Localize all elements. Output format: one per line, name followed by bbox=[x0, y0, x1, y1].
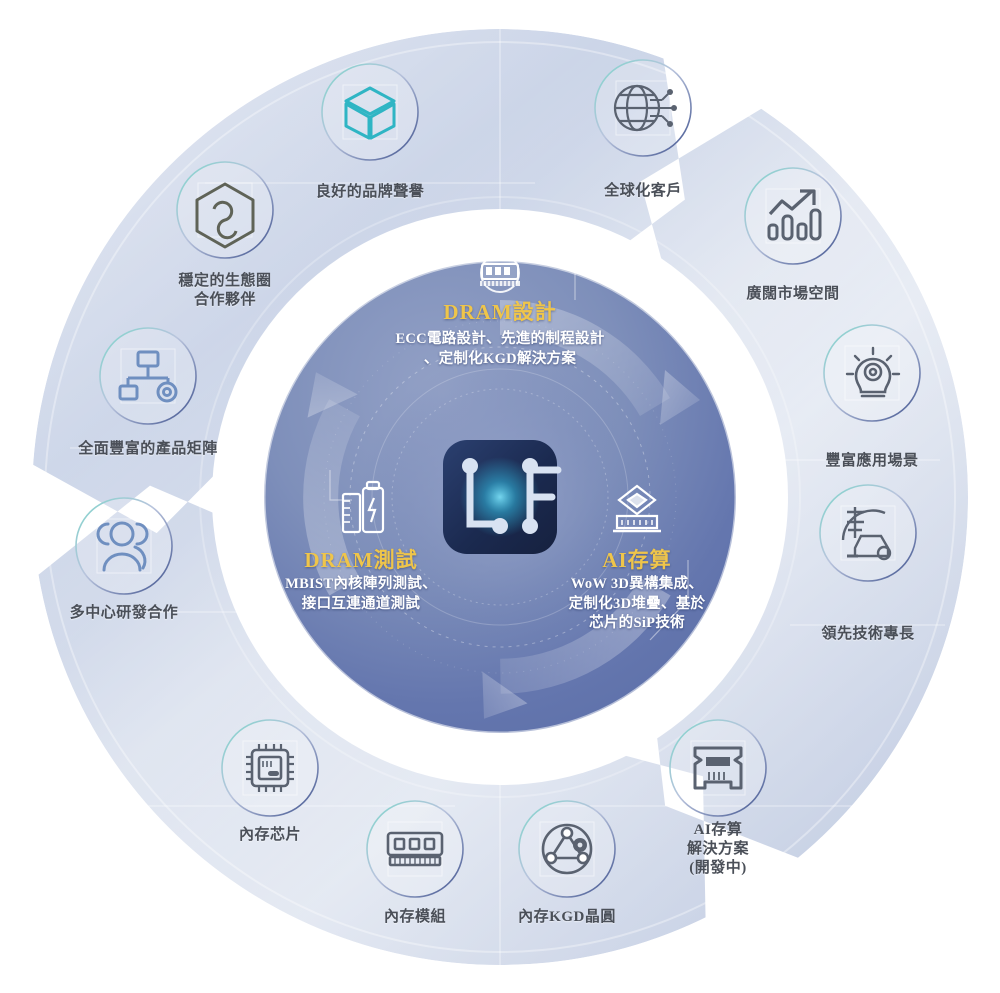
ai-compute-solution-badge[interactable] bbox=[669, 719, 767, 817]
circuit-chip-logo bbox=[443, 440, 562, 554]
outer-label-ai-compute-solution: AI存算 解決方案 (開發中) bbox=[686, 822, 750, 876]
outer-icon-badges bbox=[75, 59, 921, 898]
growth-chart-icon bbox=[767, 189, 822, 241]
global-customers-badge[interactable] bbox=[594, 59, 692, 157]
stacked-die-icon bbox=[613, 484, 661, 533]
memory-module-icon bbox=[480, 253, 520, 293]
ai-memory-icon bbox=[693, 746, 743, 790]
outer-label-ecosystem-partners: 穩定的生態圈 合作夥伴 bbox=[178, 273, 272, 308]
leading-tech-badge[interactable] bbox=[819, 484, 917, 582]
inner-desc-ai-compute: WoW 3D異構集成、 定制化3D堆疊、基於 芯片的SiP技術 bbox=[568, 576, 706, 632]
rich-applications-badge[interactable] bbox=[823, 324, 921, 422]
outer-label-broad-market: 廣闊市場空間 bbox=[746, 286, 840, 302]
product-matrix-badge[interactable] bbox=[99, 327, 197, 425]
team-people-icon bbox=[96, 521, 149, 572]
inner-desc-dram-design: ECC電路設計、先進的制程設計 、定制化KGD解決方案 bbox=[395, 331, 605, 367]
cube-3d-icon bbox=[344, 86, 396, 140]
inner-title-dram-test: DRAM測試 bbox=[304, 548, 418, 572]
tech-vehicle-icon bbox=[841, 507, 892, 561]
outer-label-brand-reputation: 良好的品牌聲譽 bbox=[315, 184, 425, 200]
outer-label-leading-tech: 領先技術專長 bbox=[821, 626, 915, 642]
test-meter-icon bbox=[341, 480, 385, 534]
inner-title-ai-compute: AI存算 bbox=[602, 548, 672, 572]
outer-label-multi-center-rd: 多中心研發合作 bbox=[69, 605, 179, 621]
wafer-node-icon bbox=[541, 823, 593, 875]
hexagon-link-icon bbox=[195, 182, 255, 249]
globe-network-icon bbox=[613, 84, 677, 132]
multi-center-rd-badge[interactable] bbox=[75, 497, 173, 595]
inner-desc-dram-test: MBIST內核陣列測試、 接口互連通道測試 bbox=[285, 576, 437, 612]
memory-chip-badge[interactable] bbox=[221, 719, 319, 817]
outer-guide-lines bbox=[70, 182, 945, 807]
outer-label-memory-kgd-wafer: 內存KGD晶圓 bbox=[518, 909, 616, 925]
cpu-chip-icon bbox=[246, 744, 294, 792]
memory-module-badge[interactable] bbox=[366, 800, 464, 898]
dimm-module-icon bbox=[386, 831, 444, 867]
outer-label-product-matrix: 全面豐富的產品矩陣 bbox=[78, 441, 218, 457]
brand-reputation-badge[interactable] bbox=[321, 63, 419, 161]
outer-label-rich-applications: 豐富應用場景 bbox=[825, 453, 919, 469]
broad-market-badge[interactable] bbox=[744, 167, 842, 265]
ecosystem-partners-badge[interactable] bbox=[176, 161, 274, 259]
inner-title-dram-design: DRAM設計 bbox=[443, 300, 557, 324]
outer-label-memory-module: 內存模組 bbox=[383, 909, 447, 925]
bulb-gear-icon bbox=[845, 346, 901, 398]
cycle-arrows bbox=[303, 300, 700, 719]
memory-kgd-wafer-badge[interactable] bbox=[518, 800, 616, 898]
outer-label-memory-chip: 內存芯片 bbox=[238, 827, 302, 843]
outer-label-global-customers: 全球化客戶 bbox=[604, 183, 682, 199]
org-chart-gear-icon bbox=[118, 350, 178, 403]
